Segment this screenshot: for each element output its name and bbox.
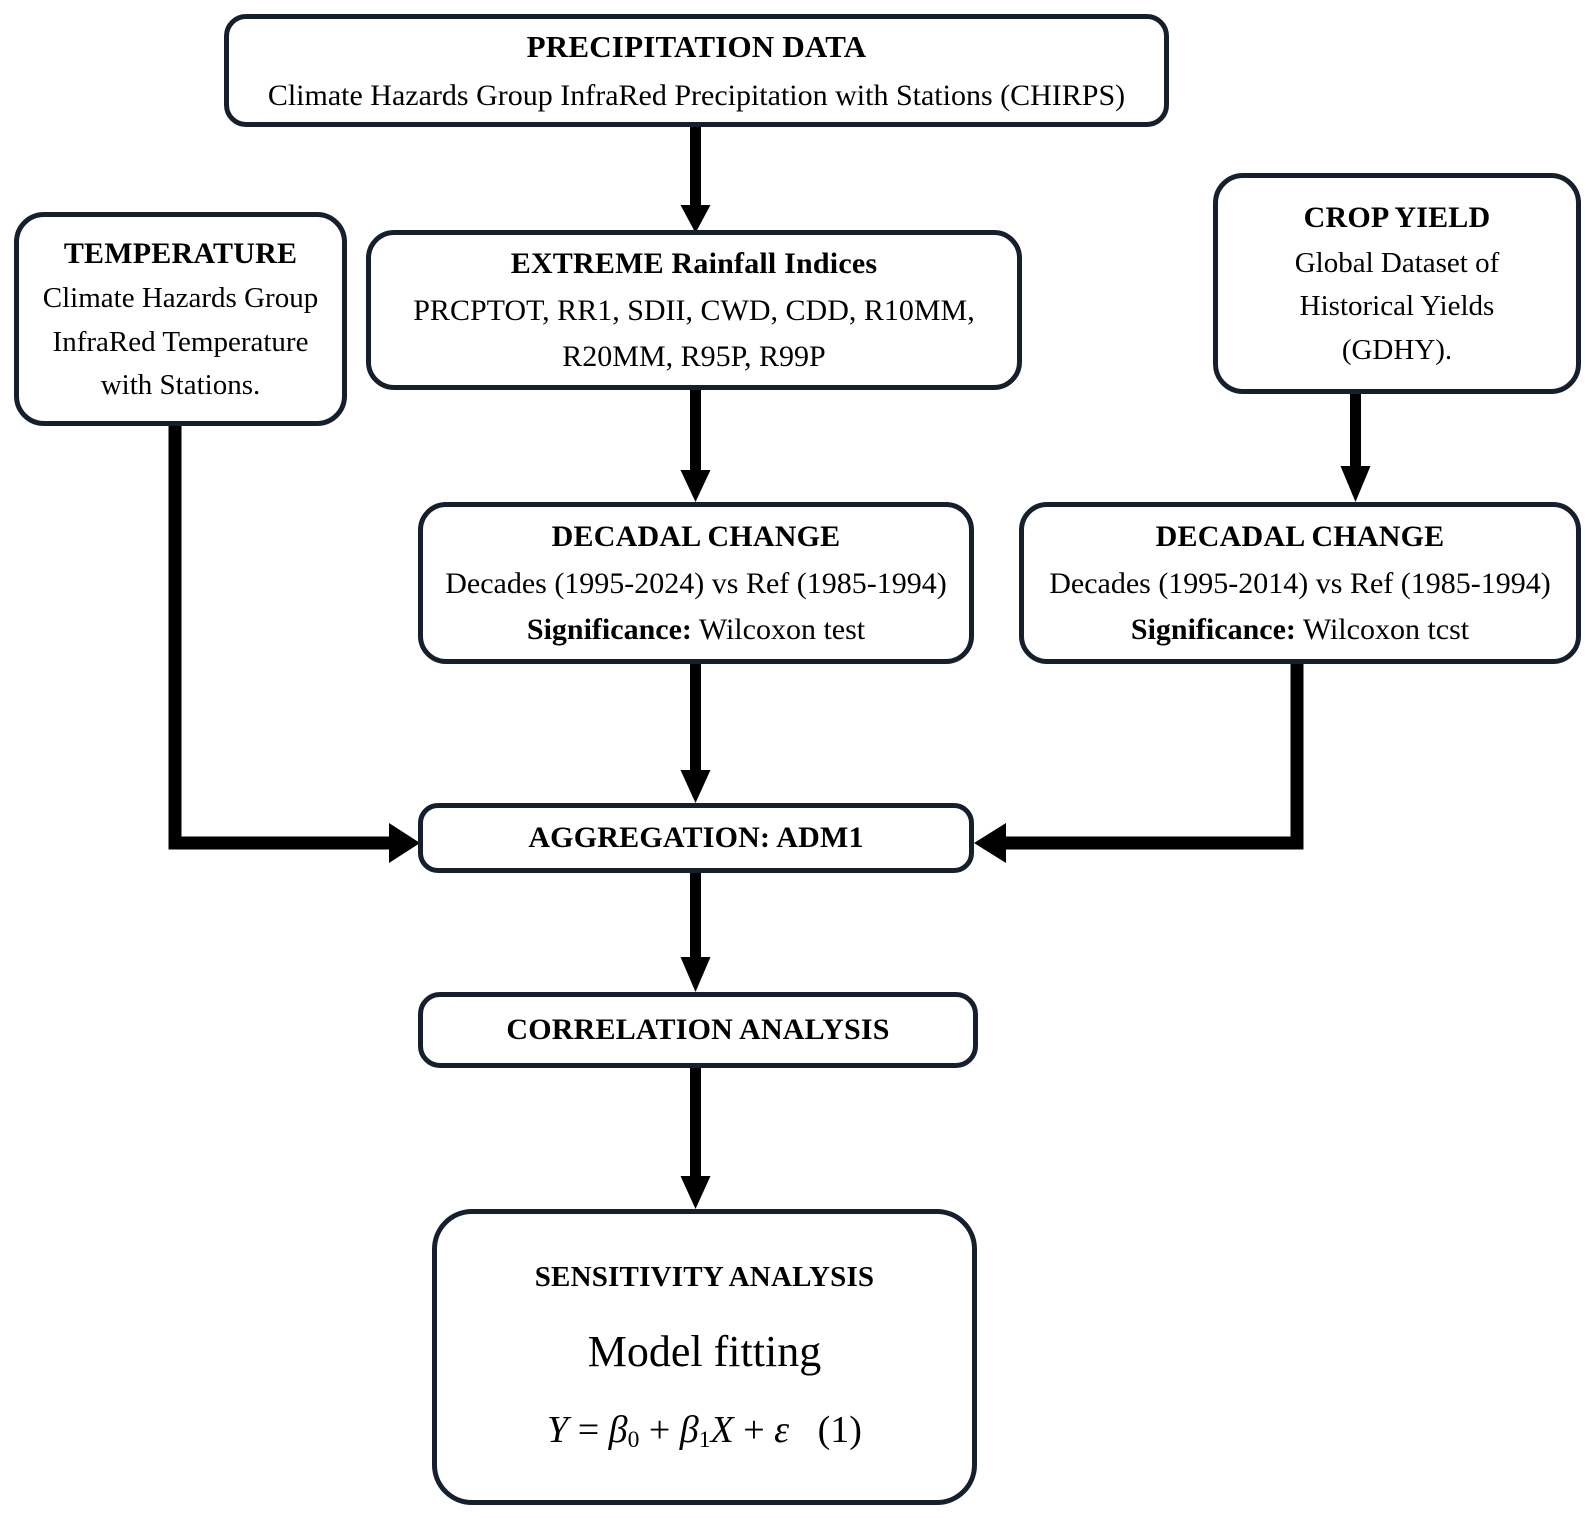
- crop-yield-title: CROP YIELD: [1303, 201, 1491, 234]
- equation-epsilon: ε: [774, 1408, 790, 1451]
- temperature-source-line-1: Climate Hazards Group: [42, 282, 319, 315]
- equation-beta0-subscript: 0: [627, 1426, 640, 1453]
- equation-number: (1): [817, 1408, 862, 1451]
- node-sensitivity-analysis[interactable]: SENSITIVITY ANALYSIS Model fitting Y = β…: [432, 1209, 977, 1505]
- temperature-title: TEMPERATURE: [63, 236, 298, 270]
- arrow-extreme-to-decadal-rain: [680, 390, 711, 502]
- sensitivity-model-fitting-label: Model fitting: [587, 1327, 822, 1377]
- arrow-temperature-to-aggregation: [168, 424, 420, 863]
- equation-beta1-subscript: 1: [698, 1426, 711, 1453]
- arrow-correlation-to-sensitivity: [680, 1068, 711, 1209]
- node-decadal-change-yield[interactable]: DECADAL CHANGE Decades (1995-2014) vs Re…: [1019, 502, 1581, 664]
- aggregation-title: AGGREGATION: ADM1: [528, 821, 864, 855]
- equation-plus-1: +: [639, 1408, 680, 1451]
- decadal-yield-title: DECADAL CHANGE: [1155, 519, 1445, 553]
- equation-equals: =: [568, 1408, 609, 1451]
- equation-spacer: [789, 1409, 818, 1451]
- extreme-indices-line-2: R20MM, R95P, R99P: [562, 339, 826, 373]
- extreme-indices-line-1: PRCPTOT, RR1, SDII, CWD, CDD, R10MM,: [413, 294, 975, 328]
- crop-yield-source-line-2: Historical Yields: [1299, 290, 1495, 323]
- node-precipitation-data[interactable]: PRECIPITATION DATA Climate Hazards Group…: [224, 14, 1169, 127]
- sensitivity-equation: Y = β0 + β1X + ε (1): [447, 1409, 962, 1454]
- temperature-source-line-3: with Stations.: [100, 369, 261, 402]
- node-crop-yield[interactable]: CROP YIELD Global Dataset of Historical …: [1213, 173, 1581, 394]
- decadal-yield-periods: Decades (1995-2014) vs Ref (1985-1994): [1049, 567, 1551, 601]
- arrow-decadal-rain-to-aggregation: [680, 664, 711, 803]
- decadal-rain-significance: Significance: Wilcoxon test: [433, 613, 959, 647]
- crop-yield-source-line-3: (GDHY).: [1341, 333, 1453, 366]
- node-extreme-rainfall-indices[interactable]: EXTREME Rainfall Indices PRCPTOT, RR1, S…: [366, 230, 1022, 390]
- equation-x: X: [710, 1408, 734, 1451]
- arrow-precipitation-to-extreme: [680, 127, 711, 233]
- decadal-yield-significance: Significance: Wilcoxon tcst: [1034, 613, 1566, 647]
- precipitation-title: PRECIPITATION DATA: [526, 29, 867, 65]
- node-aggregation[interactable]: AGGREGATION: ADM1: [418, 803, 974, 873]
- decadal-rain-title: DECADAL CHANGE: [551, 519, 841, 553]
- decadal-rain-significance-value: Wilcoxon test: [691, 612, 866, 646]
- equation-y: Y: [547, 1408, 569, 1451]
- sensitivity-title: SENSITIVITY ANALYSIS: [534, 1260, 875, 1293]
- arrow-decadal-yield-to-aggregation: [974, 662, 1304, 863]
- equation-beta0: β: [608, 1408, 628, 1451]
- equation-beta1: β: [679, 1408, 699, 1451]
- node-temperature[interactable]: TEMPERATURE Climate Hazards Group InfraR…: [14, 212, 347, 426]
- decadal-rain-significance-label: Significance:: [526, 612, 692, 646]
- arrow-crop-yield-to-decadal-yield: [1340, 394, 1371, 502]
- temperature-source-line-2: InfraRed Temperature: [52, 325, 309, 358]
- node-correlation-analysis[interactable]: CORRELATION ANALYSIS: [418, 992, 978, 1068]
- crop-yield-source-line-1: Global Dataset of: [1294, 246, 1500, 279]
- arrow-aggregation-to-correlation: [680, 873, 711, 992]
- node-decadal-change-rainfall[interactable]: DECADAL CHANGE Decades (1995-2024) vs Re…: [418, 502, 974, 664]
- correlation-title: CORRELATION ANALYSIS: [506, 1013, 890, 1047]
- decadal-yield-significance-label: Significance:: [1130, 612, 1296, 646]
- equation-plus-2: +: [733, 1408, 775, 1451]
- extreme-title: EXTREME Rainfall Indices: [510, 246, 878, 280]
- decadal-yield-significance-value: Wilcoxon tcst: [1295, 612, 1470, 646]
- precipitation-source: Climate Hazards Group InfraRed Precipita…: [267, 79, 1126, 113]
- decadal-rain-periods: Decades (1995-2024) vs Ref (1985-1994): [445, 567, 947, 601]
